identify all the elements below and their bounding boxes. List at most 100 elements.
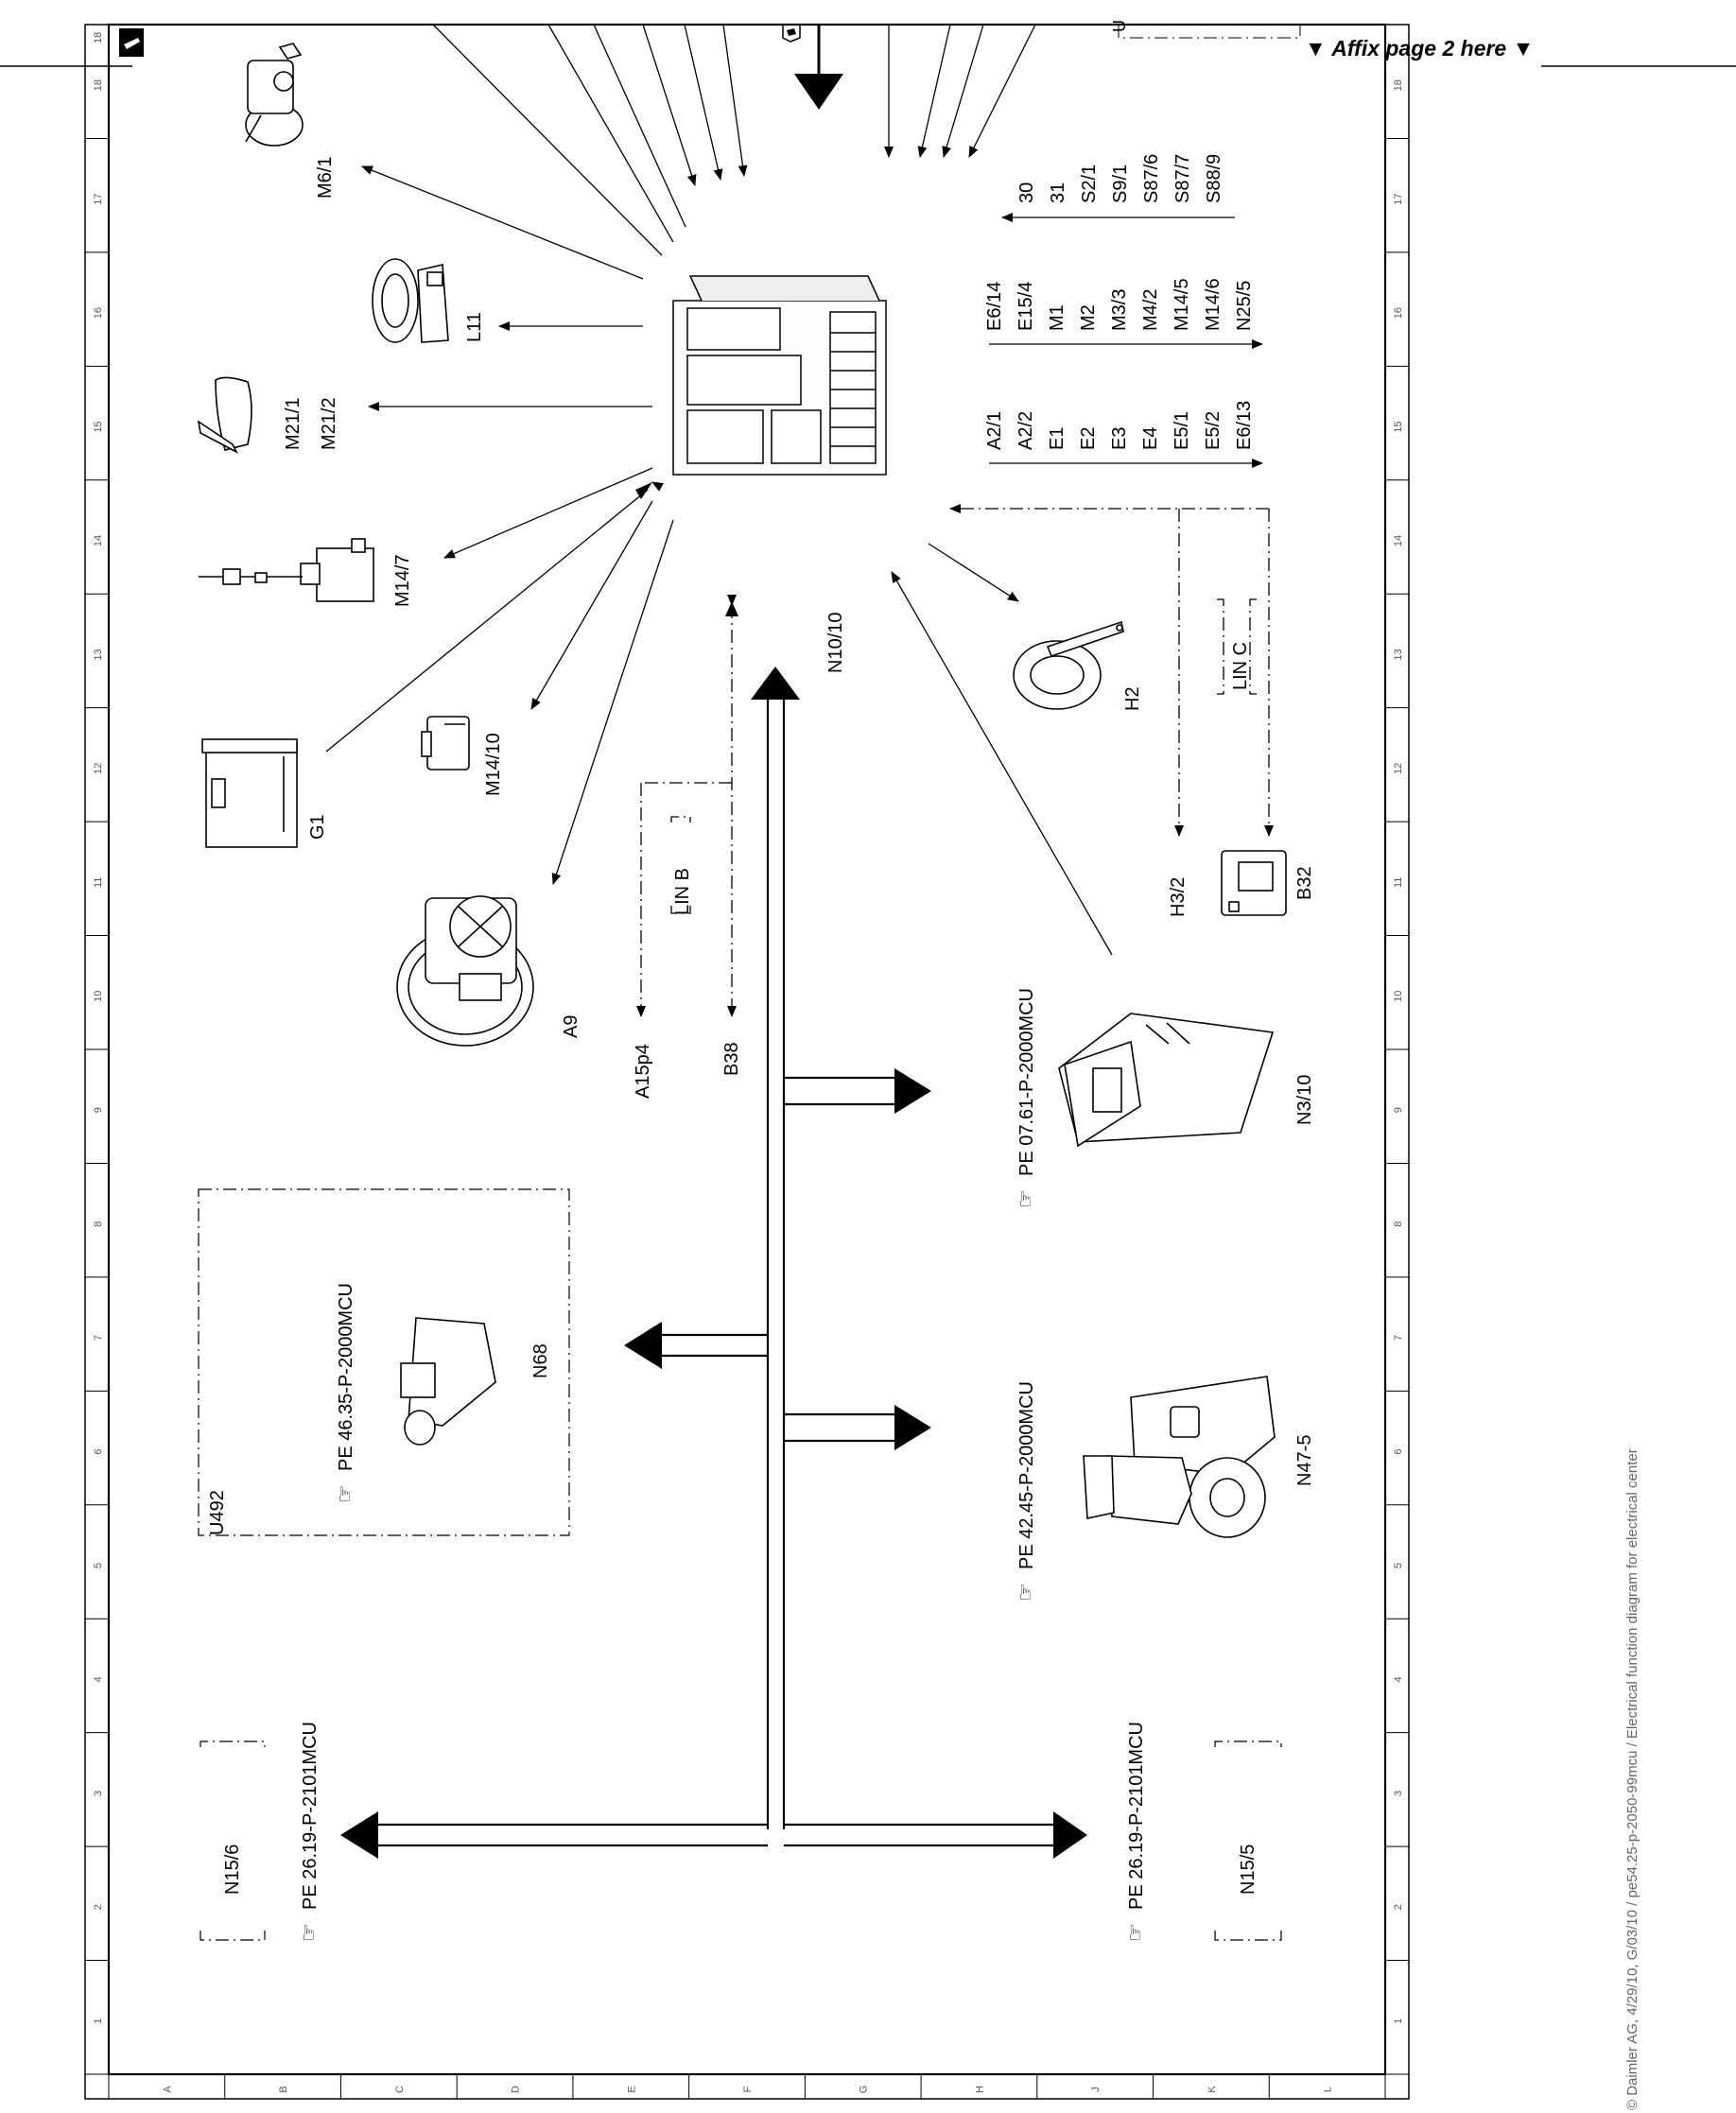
b32-sensor-sketch [1221, 850, 1287, 916]
grid-row-number: 3 [1393, 1791, 1404, 1796]
grid-column-letter: C [394, 2086, 406, 2093]
signal-label: S87/7 [1172, 154, 1193, 203]
signal-label: A2/1 [984, 411, 1005, 450]
grid-row-number: 12 [1393, 763, 1404, 774]
label-m14-7: M14/7 [392, 554, 413, 607]
label-n15-5: N15/5 [1238, 1845, 1259, 1895]
reference-top-icon [782, 24, 801, 43]
signal-label: M3/3 [1109, 289, 1130, 331]
grid-row-number: 5 [1393, 1563, 1404, 1568]
grid-row-number: 6 [93, 1448, 104, 1454]
grid-column-letter: H [974, 2086, 985, 2093]
reference-n47-5-text: PE 42.45-P-2000MCU [1016, 1381, 1037, 1569]
grid-row-number: 10 [1393, 991, 1404, 1002]
m21-pump-sketch [197, 376, 252, 454]
grid-row-number: 16 [93, 307, 104, 319]
h2-horn-sketch [1013, 620, 1124, 710]
reference-n68[interactable]: ☞ PE 46.35-P-2000MCU [333, 1283, 356, 1503]
reference-n15-5[interactable]: ☞PE 26.19-P-2101MCU [1123, 1722, 1147, 1942]
g1-battery-sketch [201, 738, 298, 848]
sheet-marker-icon [119, 28, 144, 57]
copyright-footer: © Daimler AG, 4/29/10, G/03/10 / pe54.25… [1624, 1448, 1641, 2110]
grid-row-number: 2 [93, 1904, 104, 1910]
grid-row-number: 10 [93, 991, 104, 1002]
label-h2: H2 [1122, 686, 1143, 711]
signal-label: 30 [1016, 182, 1037, 203]
reference-n47-5[interactable]: ☞PE 42.45-P-2000MCU [1014, 1381, 1037, 1602]
grid-row-number: 7 [93, 1335, 104, 1341]
pointing-hand-icon: ☞ [333, 1484, 356, 1503]
signal-label: E5/1 [1172, 411, 1192, 450]
grid-row-number: 14 [1393, 535, 1404, 546]
signal-label: M4/2 [1140, 289, 1161, 331]
u-top-box [1118, 25, 1301, 39]
lin-c-label: LIN C [1230, 642, 1251, 690]
electrical-center-module [672, 275, 887, 476]
n15-boxes [200, 1741, 1282, 1941]
grid-row-number: 18 [1393, 79, 1404, 91]
grid-row-number: 15 [1393, 421, 1404, 432]
n3-10-ecu-sketch [1058, 1013, 1275, 1148]
l11-sensor-sketch [372, 258, 449, 343]
grid-row-number: 5 [93, 1563, 104, 1568]
signal-label: E6/13 [1234, 401, 1255, 450]
can-backbone [378, 700, 1053, 1847]
grid-row-number: 11 [1393, 877, 1404, 888]
grid-column-letter: B [278, 2086, 289, 2092]
grid-column-letter: J [1090, 2087, 1102, 2092]
grid-row-number: 1 [93, 2018, 104, 2024]
signal-bundles [989, 213, 1263, 468]
signal-label: S87/6 [1141, 154, 1162, 203]
signal-label: E5/2 [1203, 411, 1224, 450]
signal-label: S88/9 [1204, 154, 1224, 203]
label-n15-6: N15/6 [222, 1845, 243, 1895]
signal-label: A2/2 [1016, 411, 1036, 450]
label-m21-1: M21/1 [283, 397, 304, 450]
signal-label: M14/5 [1172, 278, 1192, 331]
signal-label: M1 [1047, 304, 1068, 331]
label-n3-10: N3/10 [1294, 1075, 1315, 1125]
pointing-hand-icon: ☞ [297, 1923, 321, 1942]
signal-label: E6/14 [984, 282, 1005, 331]
grid-row-number: 4 [93, 1676, 104, 1682]
module-connections [325, 165, 1113, 956]
m14-7-actuator-sketch [199, 538, 374, 602]
grid-row-number: 16 [1393, 307, 1404, 319]
lin-b-top-arrowhead [725, 601, 738, 616]
reference-n3-10[interactable]: ☞PE 07.61-P-2000MCU [1014, 988, 1037, 1208]
grid-row-number: 17 [93, 194, 104, 205]
reference-n15-6-text: PE 26.19-P-2101MCU [300, 1722, 321, 1910]
grid-column-letter: G [859, 2086, 870, 2094]
grid-row-number: 3 [93, 1791, 104, 1796]
signal-label: S9/1 [1110, 165, 1131, 203]
sheet-number: 18 [93, 32, 104, 43]
grid-row-number: 1 [1393, 2018, 1404, 2024]
reference-n15-5-text: PE 26.19-P-2101MCU [1126, 1722, 1147, 1910]
n47-5-module-sketch [1083, 1376, 1276, 1538]
lin-b-bus [636, 595, 737, 1017]
label-n68: N68 [530, 1343, 551, 1378]
reference-n15-6[interactable]: ☞ PE 26.19-P-2101MCU [297, 1722, 321, 1942]
u492-boundary [198, 1188, 570, 1536]
grid-column-letter: K [1207, 2086, 1218, 2093]
signal-label: E2 [1078, 427, 1099, 450]
reference-n68-text: PE 46.35-P-2000MCU [336, 1283, 356, 1471]
signal-label: E4 [1140, 427, 1161, 450]
grid-row-number: 14 [93, 535, 104, 546]
signal-label: M14/6 [1203, 278, 1224, 331]
grid-row-number: 15 [93, 421, 104, 432]
n68-module-sketch [400, 1317, 496, 1446]
grid-row-number: 8 [1393, 1221, 1404, 1227]
incoming-lines [432, 24, 1036, 256]
label-g1: G1 [307, 814, 328, 840]
reference-n3-10-text: PE 07.61-P-2000MCU [1016, 988, 1037, 1176]
label-m21-2: M21/2 [319, 397, 339, 450]
lin-c-bus [949, 504, 1274, 837]
label-l11: L11 [464, 312, 485, 342]
grid-column-letter: F [742, 2086, 754, 2092]
label-n10-10: N10/10 [825, 613, 846, 674]
